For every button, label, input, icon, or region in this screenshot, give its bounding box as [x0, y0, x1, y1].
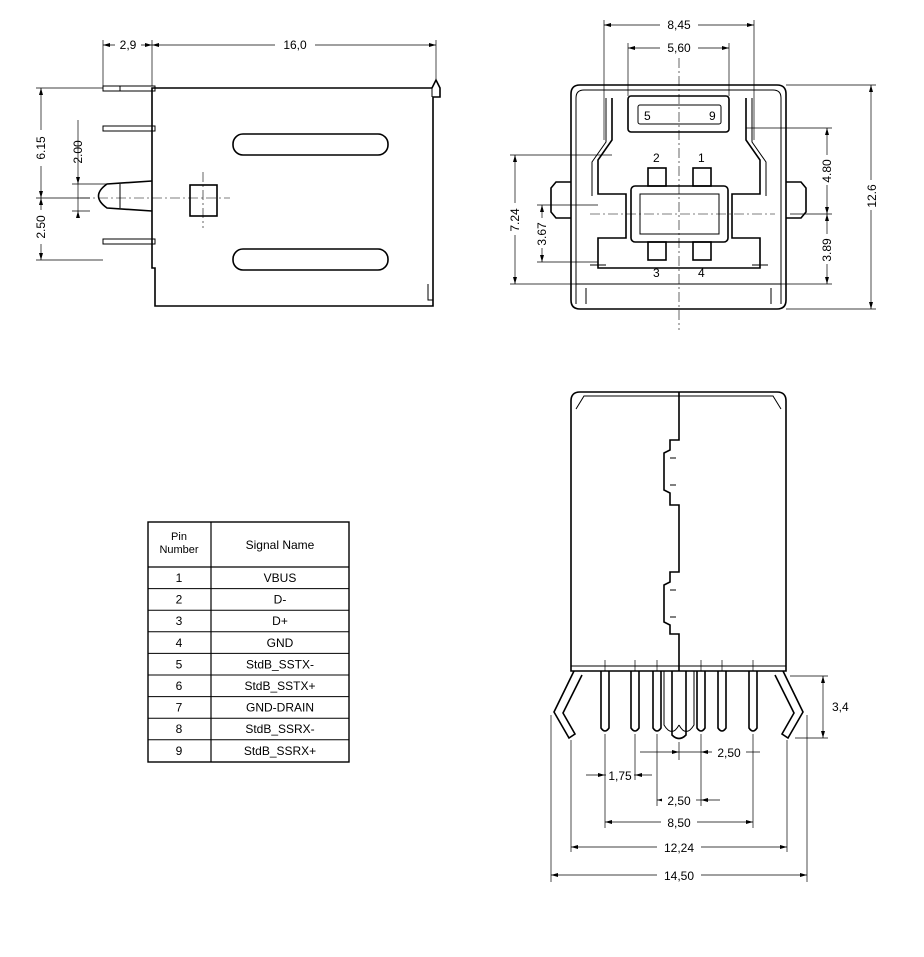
- table-cell-signal: StdB_SSTX-: [246, 657, 314, 671]
- dim-side-2-9: 2,9: [120, 38, 137, 52]
- dim-side-2-50: 2.50: [34, 215, 48, 239]
- front-pin-5-label: 5: [644, 109, 651, 123]
- table-cell-pin: 5: [176, 657, 183, 671]
- front-pin-2-label: 2: [653, 151, 660, 165]
- dim-front-12-6: 12.6: [865, 184, 879, 208]
- dim-bottom-2-50-upper: 2,50: [717, 746, 741, 760]
- dim-bottom-14-50: 14,50: [664, 869, 694, 883]
- table-cell-signal: D-: [274, 593, 287, 607]
- dim-front-7-24: 7.24: [508, 208, 522, 232]
- table-header-signal: Signal Name: [246, 538, 315, 552]
- dim-side-16-0: 16,0: [283, 38, 307, 52]
- dim-bottom-8-50: 8,50: [667, 816, 691, 830]
- dim-front-4-80: 4.80: [820, 159, 834, 183]
- dim-front-5-60: 5,60: [667, 41, 691, 55]
- table-cell-signal: D+: [272, 614, 288, 628]
- dim-front-3-67: 3.67: [535, 222, 549, 246]
- table-cell-pin: 9: [176, 744, 183, 758]
- table-cell-signal: StdB_SSTX+: [244, 679, 315, 693]
- dim-bottom-12-24: 12,24: [664, 841, 694, 855]
- table-header-pin-line1: Pin: [171, 531, 187, 543]
- bottom-view: 3,4 2,50 1,75 2,50 8,50: [550, 391, 849, 883]
- table-cell-signal: StdB_SSRX+: [244, 744, 316, 758]
- table-cell-pin: 1: [176, 571, 183, 585]
- table-cell-signal: VBUS: [264, 571, 297, 585]
- front-pin-1-label: 1: [698, 151, 705, 165]
- table-cell-signal: GND-DRAIN: [246, 701, 314, 715]
- table-cell-pin: 4: [176, 636, 183, 650]
- dim-side-2-00: 2.00: [71, 140, 85, 164]
- front-pin-9-label: 9: [709, 109, 716, 123]
- table-cell-signal: GND: [267, 636, 294, 650]
- dim-front-8-45: 8,45: [667, 18, 691, 32]
- table-cell-pin: 7: [176, 701, 183, 715]
- table-header-pin-line2: Number: [159, 544, 198, 556]
- front-pin-3-label: 3: [653, 266, 660, 280]
- dim-front-3-89: 3.89: [820, 238, 834, 262]
- dim-bottom-1-75: 1,75: [608, 769, 632, 783]
- table-cell-pin: 8: [176, 722, 183, 736]
- side-view: 2,9 16,0 6.15 2.50 2.00: [33, 37, 441, 307]
- dim-side-6-15: 6.15: [34, 136, 48, 160]
- pin-table: 1 VBUS 2 D- 3 D+ 4 GND 5 StdB_SSTX- 6 StdB_SSTX+ 7 GN…: [147, 521, 350, 763]
- table-cell-pin: 3: [176, 614, 183, 628]
- table-cell-pin: 6: [176, 679, 183, 693]
- table-cell-pin: 2: [176, 593, 183, 607]
- front-view: 5 9 2 1 3 4 8,45 5,60: [507, 17, 879, 330]
- table-cell-signal: StdB_SSRX-: [245, 722, 314, 736]
- dim-bottom-2-50-lower: 2,50: [667, 794, 691, 808]
- dim-bottom-3-4: 3,4: [832, 700, 849, 714]
- front-pin-4-label: 4: [698, 266, 705, 280]
